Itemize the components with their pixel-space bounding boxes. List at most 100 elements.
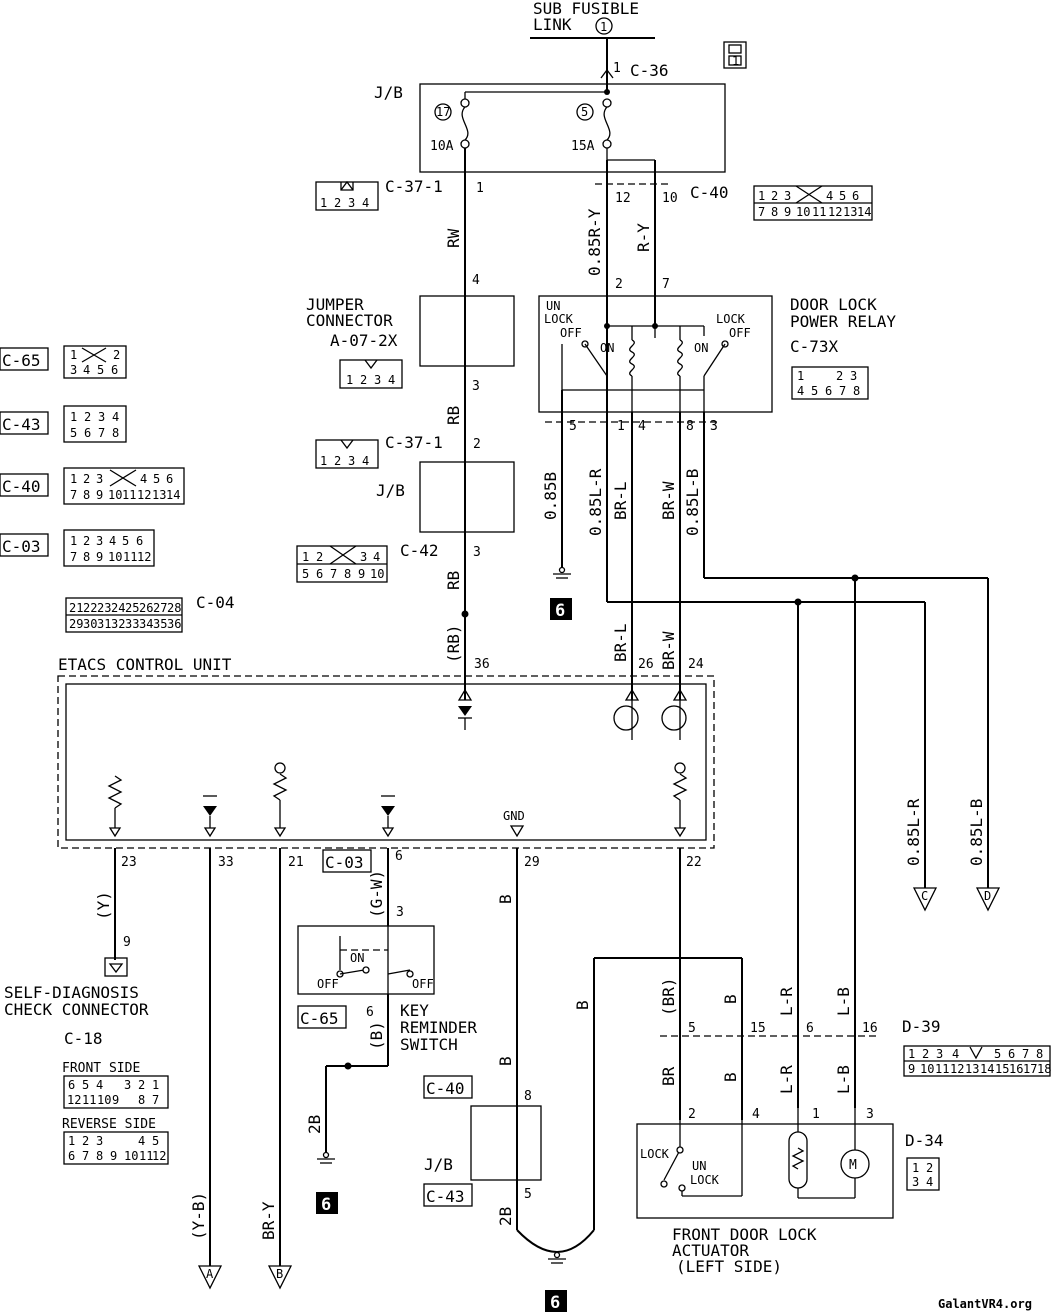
c04-pin-23: 23 [97,601,111,615]
c03-small-label: C-03 [325,853,364,872]
wire-label-085lr-right: 0.85L-R [904,798,923,866]
d39-pin-f5: 5 [994,1047,1001,1061]
d34-pin-1: 1 [912,1161,919,1175]
c03-face-pin-6: 6 [136,534,143,548]
pin6-arrow [381,827,395,838]
c36-pin: 1 [613,61,621,76]
wire-label-r-y-085: 0.85R-Y [585,208,604,276]
c65-face-pin-6: 6 [111,363,118,377]
c73x-connector-face: 1 2 3 4 5 6 7 8 [791,366,869,400]
actuator-motor-symbol: M [849,1158,857,1173]
jb-mid-box [419,461,515,533]
legend-c43-face [63,405,127,443]
relay-on-right: ON [694,341,708,355]
c73x-pin-4: 4 [797,384,804,398]
pin23-resistor [107,775,123,809]
legend-c40-pin-6: 6 [166,472,173,486]
wire-label-rb-3: (RB) [444,624,463,663]
relay-label-2: POWER RELAY [790,312,896,331]
c36-face-outline [723,41,747,69]
fuse5-number: 5 [581,105,588,119]
wire-label-lb-b: L-B [834,1065,853,1094]
ground-tag-key: 6 [316,1192,338,1215]
key-switch-left-blade [339,969,365,975]
offpage-d: D [975,887,1001,912]
c42-face-pin-8: 8 [344,567,351,581]
relay-sw-right-blade [703,343,726,377]
wire-label-b-d39a: B [721,994,740,1004]
c42-face-pin-7: 7 [330,567,337,581]
c40-face-pin-5: 5 [839,189,846,203]
c65-face-pin-2: 2 [113,348,120,362]
legend-c03: C-03 1 2 3 4 5 6 7 8 9 10 11 12 [0,529,155,567]
actuator-pin-2: 2 [688,1107,696,1122]
c18-rev-pin-8: 8 [96,1149,103,1163]
jb-mid-label: J/B [376,481,405,500]
c04-pin-22: 22 [83,601,97,615]
splice-2b [344,1062,352,1070]
fuse17-circle [434,103,452,121]
relay-pin-1: 1 [617,419,625,434]
wire-label-brw: BR-W [659,481,678,520]
legend-c43-label: C-43 [2,415,41,434]
actuator-box [636,1123,894,1219]
d39-pin-f12: 12 [950,1062,964,1076]
c73x-pin-7: 7 [839,384,846,398]
wire-label-gw: (G-W) [367,870,386,918]
relay-coil-left [629,339,635,377]
c04-pin-35: 35 [153,617,167,631]
wire-label-2b-2: 2B [496,1207,515,1226]
c03-face-pin-7: 7 [70,550,77,564]
c43-face-pin-1: 1 [70,410,77,424]
c37-mid-face-outline [315,439,379,469]
c40-top-label: C-40 [690,183,729,202]
wire-to-ground-main [516,1229,558,1253]
c04-pin-33: 33 [125,617,139,631]
c03-face-pin-9: 9 [96,550,103,564]
c18-rev-pin-11: 11 [139,1149,153,1163]
key-switch-mid-contact [362,966,370,974]
c18-front-pin-9: 9 [112,1093,119,1107]
c65-face-pin-3: 3 [70,363,77,377]
legend-c40-tag [0,473,49,497]
d39-label: D-39 [902,1017,941,1036]
c37-face-latch [340,182,354,191]
c36-label: C-36 [630,61,669,80]
actuator-switch-lock [660,1180,668,1188]
wire-to-ground-main-2 [556,1229,595,1253]
relay-pin-8: 8 [686,419,694,434]
legend-c65-tag [0,347,49,371]
d39-pin-f15: 15 [995,1062,1009,1076]
legend-c40-pin-5: 5 [153,472,160,486]
ground-tag-relay: 6 [550,598,572,621]
wire-label-085b: 0.85B [541,472,560,520]
legend-c65: C-65 1 2 3 4 5 6 [0,345,127,379]
d34-connector-face: 1 2 3 4 [906,1157,940,1191]
key-switch-off-right: OFF [412,977,434,991]
offpage-d-triangle [975,887,1001,912]
c37-face-pin-4: 4 [362,196,369,210]
sub-fusible-link-label-2: LINK [533,15,572,34]
c42-face-pin-9: 9 [358,567,365,581]
wire-label-b-paren: (B) [367,1021,386,1050]
jumper-id: A-07-2X [330,331,398,350]
actuator-switch-blade [663,1149,681,1181]
c65-face-pin-1: 1 [70,348,77,362]
key-switch-label-3: SWITCH [400,1035,458,1054]
c36-face-latch [728,44,742,54]
ground-tag-main: 6 [545,1290,567,1313]
c65-face-pin-5: 5 [97,363,104,377]
d39-pin-f6: 6 [1008,1047,1015,1061]
c73x-face-outline [791,366,869,400]
offpage-b: B [267,1265,293,1290]
offpage-a: A [197,1265,223,1290]
transistor-26 [613,705,639,731]
c18-front-pin-11: 11 [82,1093,96,1107]
c42-connector-face: 1 2 3 4 5 6 7 8 9 10 [296,545,388,583]
etacs-pin-21: 21 [288,855,304,870]
d39-pin-f16: 16 [1009,1062,1023,1076]
c18-front-pin-7: 7 [152,1093,159,1107]
c37-face-pin-1: 1 [320,196,327,210]
c37-connector-face-top: 1 2 3 4 [315,180,379,211]
wire-label-b-2: B [496,1056,515,1066]
